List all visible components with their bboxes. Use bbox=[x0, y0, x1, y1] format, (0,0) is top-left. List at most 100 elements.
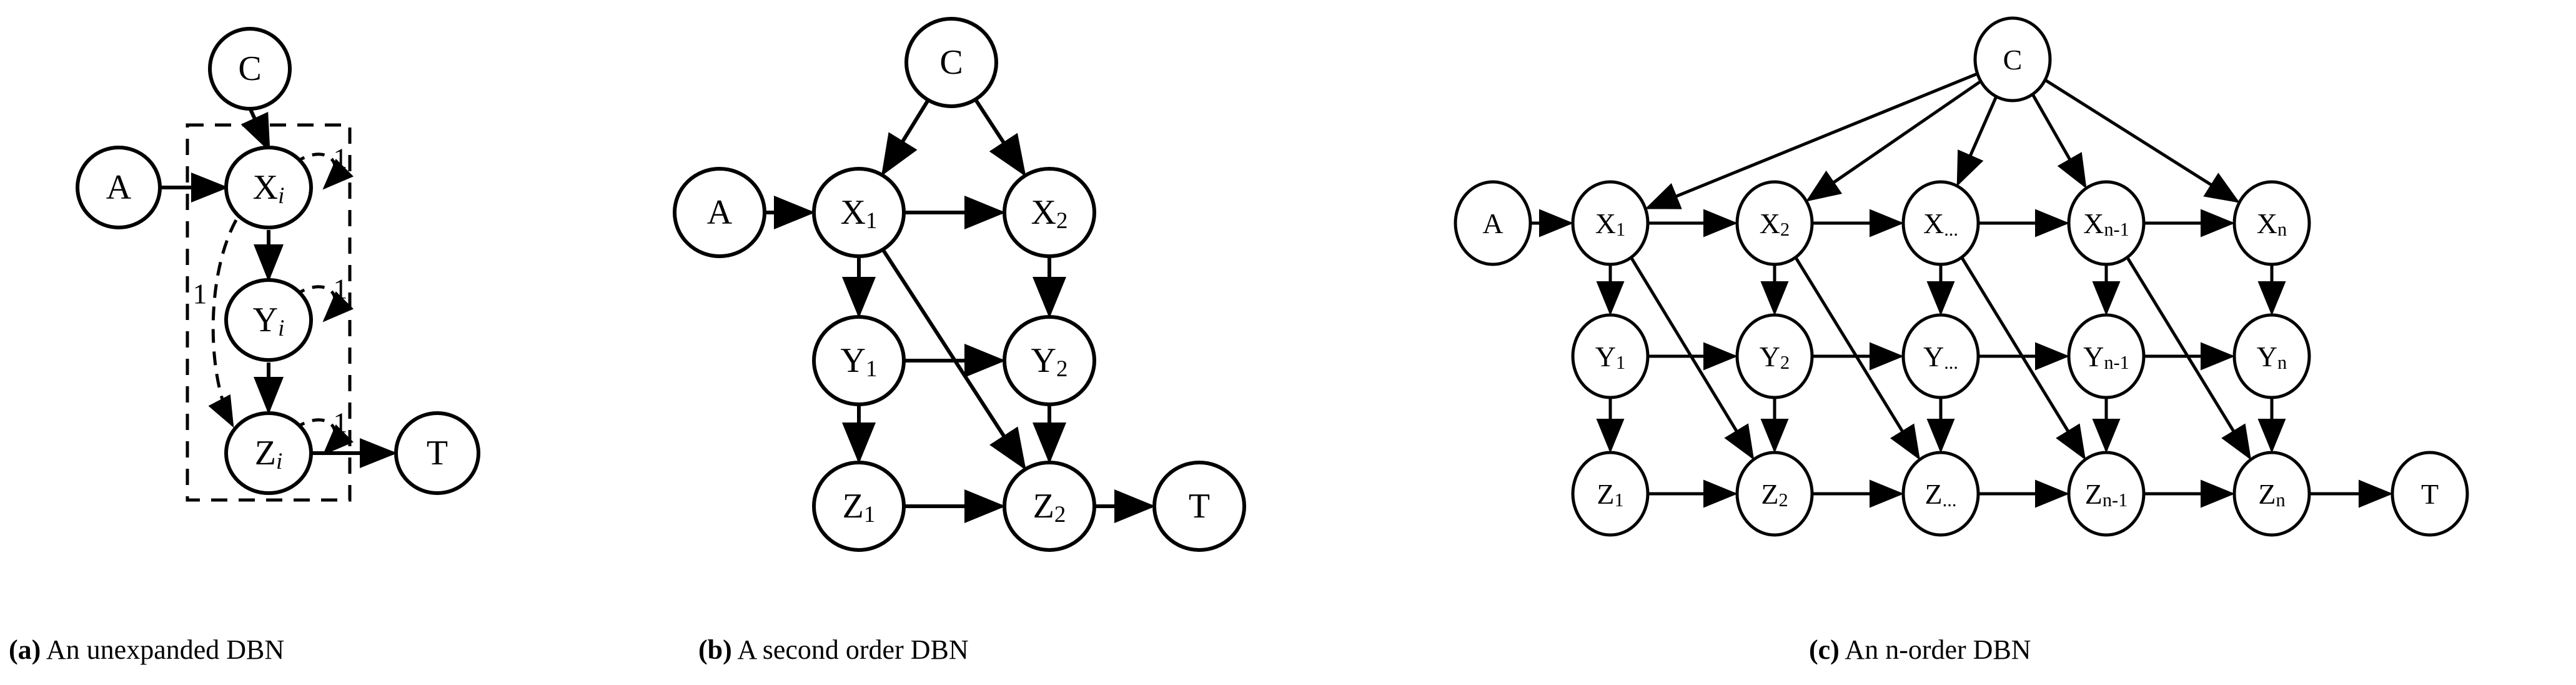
node-t[interactable]: T bbox=[1152, 461, 1246, 552]
node-y1[interactable]: Y1 bbox=[1571, 313, 1650, 399]
node-shape bbox=[2067, 451, 2146, 537]
node-shape bbox=[1735, 180, 1814, 266]
node-label-x2: X2 bbox=[1760, 208, 1790, 241]
caption-b-text: A second order DBN bbox=[731, 634, 969, 665]
node-label-z1: Z1 bbox=[1597, 478, 1623, 511]
node-y5[interactable]: Yn bbox=[2232, 313, 2311, 399]
node-y4[interactable]: Yn-1 bbox=[2067, 313, 2146, 399]
edge-c-to-x1 bbox=[881, 99, 930, 176]
node-subscript: 2 bbox=[1056, 208, 1068, 233]
caption-c-text: An n-order DBN bbox=[1839, 634, 2031, 665]
caption-b: (b) A second order DBN bbox=[698, 634, 969, 666]
weight-label-y-self: 1 bbox=[334, 273, 348, 305]
node-z3[interactable]: Z... bbox=[1901, 451, 1980, 537]
node-shape bbox=[812, 315, 906, 406]
node-subscript: 1 bbox=[1614, 489, 1623, 511]
node-label-z2: Z2 bbox=[1761, 478, 1788, 511]
node-shape bbox=[1901, 451, 1980, 537]
node-z4[interactable]: Zn-1 bbox=[2067, 451, 2146, 537]
node-label-a: A bbox=[106, 168, 132, 207]
node-label-y2: Y2 bbox=[1760, 341, 1790, 374]
panel-c-edges bbox=[1530, 72, 2393, 508]
node-y2[interactable]: Y2 bbox=[1003, 315, 1096, 406]
node-label-z1: Z1 bbox=[843, 487, 876, 527]
node-shape bbox=[1735, 313, 1814, 399]
node-label-c: C bbox=[2003, 44, 2023, 76]
node-x3[interactable]: X... bbox=[1901, 180, 1980, 266]
node-y1[interactable]: Y1 bbox=[812, 315, 906, 406]
node-x1[interactable]: X1 bbox=[812, 167, 906, 258]
node-subscript: ... bbox=[1944, 219, 1958, 240]
node-t-a[interactable]: T bbox=[394, 411, 480, 495]
node-subscript: 1 bbox=[866, 208, 877, 233]
plate-dashed-box bbox=[186, 123, 352, 502]
node-subscript: n-1 bbox=[2103, 489, 2128, 511]
node-subscript: n bbox=[2276, 489, 2285, 511]
node-label-c: C bbox=[238, 49, 261, 88]
svg-text:Xi: Xi bbox=[253, 168, 285, 208]
node-label-y5: Yn bbox=[2257, 341, 2287, 374]
caption-b-tag: (b) bbox=[698, 634, 732, 665]
node-a-a[interactable]: A bbox=[76, 146, 162, 229]
edge-c-to-x4 bbox=[2031, 93, 2087, 189]
node-shape bbox=[1571, 180, 1650, 266]
node-shape bbox=[1901, 313, 1980, 399]
node-x4[interactable]: Xn-1 bbox=[2067, 180, 2146, 266]
node-label-z4: Zn-1 bbox=[2085, 478, 2128, 511]
node-shape bbox=[2067, 180, 2146, 266]
edge-x1-to-z2 bbox=[881, 248, 1026, 471]
node-x5[interactable]: Xn bbox=[2232, 180, 2311, 266]
node-shape bbox=[2232, 180, 2311, 266]
node-label-y1: Y1 bbox=[1595, 341, 1625, 374]
node-a[interactable]: A bbox=[673, 167, 766, 258]
node-z1[interactable]: Z1 bbox=[1571, 451, 1650, 537]
node-c[interactable]: C bbox=[904, 17, 998, 108]
node-a[interactable]: A bbox=[1454, 180, 1532, 266]
node-x2[interactable]: X2 bbox=[1735, 180, 1814, 266]
node-z2[interactable]: Z2 bbox=[1003, 461, 1096, 552]
node-c[interactable]: C bbox=[1973, 16, 2052, 102]
node-label-y2: Y2 bbox=[1031, 341, 1068, 381]
node-label-c: C bbox=[939, 43, 963, 82]
node-shape bbox=[812, 167, 906, 258]
node-z1[interactable]: Z1 bbox=[812, 461, 906, 552]
node-label-x: X bbox=[253, 168, 278, 207]
node-x1[interactable]: X1 bbox=[1571, 180, 1650, 266]
node-label-x4: Xn-1 bbox=[2083, 208, 2129, 241]
weight-label-z-self: 1 bbox=[334, 407, 348, 439]
node-label-y4: Yn-1 bbox=[2083, 341, 2129, 374]
caption-a-text: An unexpanded DBN bbox=[41, 634, 285, 665]
node-shape bbox=[2232, 451, 2311, 537]
edge-c-to-x3 bbox=[1956, 96, 1998, 187]
edge-x-to-z-curved bbox=[208, 219, 238, 428]
node-label-x1: X1 bbox=[841, 193, 878, 233]
node-subscript: 2 bbox=[1780, 219, 1790, 240]
node-subscript: ... bbox=[1943, 489, 1957, 511]
node-y3[interactable]: Y... bbox=[1901, 313, 1980, 399]
node-t[interactable]: T bbox=[2390, 451, 2469, 537]
weight-label-x-to-z: 1 bbox=[193, 278, 207, 310]
node-label-z: Z bbox=[255, 434, 276, 472]
node-z5[interactable]: Zn bbox=[2232, 451, 2311, 537]
node-label-t: T bbox=[1189, 487, 1210, 526]
node-subscript: n-1 bbox=[2104, 219, 2129, 240]
caption-c-tag: (c) bbox=[1809, 634, 1840, 665]
node-shape bbox=[1152, 461, 1246, 552]
node-z2[interactable]: Z2 bbox=[1735, 451, 1814, 537]
node-shape bbox=[1003, 167, 1096, 258]
edge-c-to-x2 bbox=[974, 98, 1026, 177]
node-y2[interactable]: Y2 bbox=[1735, 313, 1814, 399]
node-x-i[interactable]: Xi bbox=[224, 146, 313, 229]
node-c-a[interactable]: C bbox=[208, 27, 292, 111]
node-label-z3: Z... bbox=[1925, 478, 1957, 511]
node-z-i[interactable]: Zi bbox=[224, 411, 313, 495]
node-shape bbox=[1003, 461, 1096, 552]
node-shape bbox=[1454, 180, 1532, 266]
node-label-x2: X2 bbox=[1031, 193, 1068, 233]
node-x2[interactable]: X2 bbox=[1003, 167, 1096, 258]
node-y-i[interactable]: Yi bbox=[224, 278, 313, 362]
